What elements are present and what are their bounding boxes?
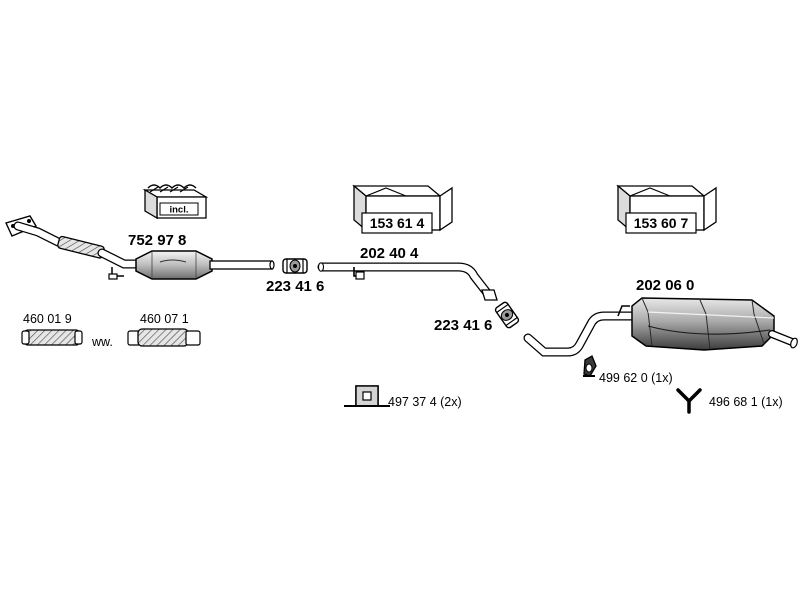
flex-pipe-2-label: 460 07 1 — [140, 312, 189, 326]
rear-silencer — [523, 297, 798, 357]
flex-pipe-1-label: 460 01 9 — [23, 312, 72, 326]
flex-pipe-alternative-label: ww. — [91, 335, 113, 349]
catalyst-label: 752 97 8 — [128, 232, 186, 249]
mounting-bracket — [344, 385, 390, 407]
catalyst-front-pipe — [5, 215, 275, 280]
rubber-mount — [583, 355, 597, 377]
clamp-2 — [494, 301, 520, 329]
middle-pipe-label: 202 40 4 — [360, 245, 419, 262]
middle-pipe — [317, 262, 498, 301]
kit-box-2-label: 153 60 7 — [634, 215, 689, 231]
flex-pipe-1 — [21, 329, 83, 346]
mounting-bracket-label: 497 37 4 (2x) — [388, 395, 462, 409]
clamp-2-label: 223 41 6 — [434, 317, 492, 334]
catalyst-kit-box: incl. — [142, 184, 209, 220]
clamp-1-label: 223 41 6 — [266, 278, 324, 295]
rubber-mount-label: 499 62 0 (1x) — [599, 371, 673, 385]
kit-box-153614: 153 61 4 — [352, 184, 453, 234]
hanger-clip — [676, 388, 702, 414]
kit-box-1-label: 153 61 4 — [370, 215, 425, 231]
clamp-1 — [282, 258, 308, 274]
hanger-clip-label: 496 68 1 (1x) — [709, 395, 783, 409]
flex-pipe-2 — [127, 328, 201, 347]
kit-box-153607: 153 60 7 — [616, 184, 717, 234]
catalyst-kit-box-label: incl. — [169, 205, 188, 216]
rear-silencer-label: 202 06 0 — [636, 277, 694, 294]
